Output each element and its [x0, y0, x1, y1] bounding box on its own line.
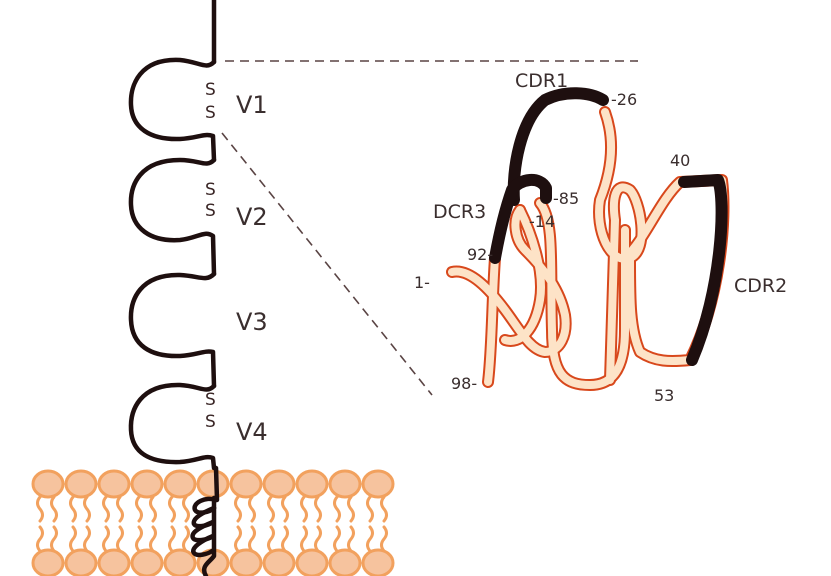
residue-label-85: -85 [553, 189, 580, 208]
disulfide-s-v2-top: S [205, 180, 216, 200]
residue-label-14: -14 [529, 212, 556, 231]
residue-label-26: -26 [611, 90, 638, 109]
protein-chain [128, 0, 220, 576]
cdr1-segment [507, 87, 609, 206]
residue-label-98: 98- [451, 374, 478, 393]
cdr2-segment [678, 174, 728, 366]
zoom-guides [221, 60, 638, 396]
disulfide-s-v4-top: S [205, 390, 216, 410]
domain-label-v1: V1 [236, 91, 268, 119]
residue-label-53: 53 [654, 386, 675, 405]
cdr3-segment [489, 174, 552, 264]
disulfide-s-v1-top: S [205, 80, 216, 100]
lipid-heads-top [31, 469, 395, 499]
region-label-cdr3: DCR3 [433, 201, 487, 223]
residue-label-40: 40 [670, 151, 691, 170]
residue-label-92: 92- [467, 245, 494, 264]
disulfide-s-v2-bottom: S [205, 201, 216, 221]
domain-label-v4: V4 [236, 418, 268, 446]
domain-label-v3: V3 [236, 308, 268, 336]
residue-label-1: 1- [414, 273, 430, 292]
zoom-guide-diagonal [221, 132, 433, 396]
lipid-tails [36, 495, 388, 553]
domain-label-v2: V2 [236, 203, 268, 231]
region-label-cdr1: CDR1 [515, 70, 569, 92]
region-label-cdr2: CDR2 [734, 275, 788, 297]
disulfide-s-v4-bottom: S [205, 412, 216, 432]
v1-ribbon-structure [446, 87, 730, 391]
disulfide-s-v1-bottom: S [205, 103, 216, 123]
